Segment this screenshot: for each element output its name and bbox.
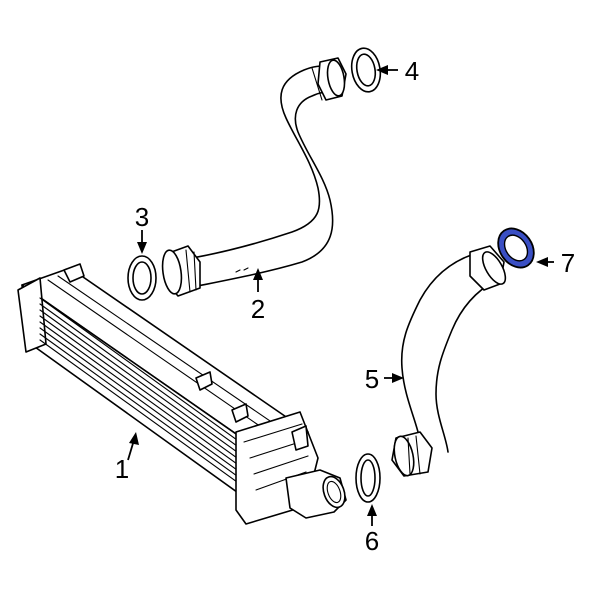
callout-1: 1 [115, 432, 139, 484]
callout-3: 3 [135, 202, 149, 254]
callout-1-label: 1 [115, 454, 129, 484]
callout-4-label: 4 [405, 56, 419, 86]
callout-6: 6 [365, 504, 379, 556]
upper-hose-lower-gasket [127, 255, 157, 301]
callout-2-label: 2 [251, 294, 265, 324]
callout-7-label: 7 [561, 248, 575, 278]
callout-5: 5 [365, 364, 404, 394]
callout-2: 2 [251, 268, 265, 324]
callout-7: 7 [536, 248, 575, 278]
callout-3-label: 3 [135, 202, 149, 232]
callout-4: 4 [376, 56, 419, 86]
intercooler [17, 263, 347, 525]
callout-6-label: 6 [365, 526, 379, 556]
lower-hose [391, 245, 507, 477]
upper-hose-upper-gasket [350, 47, 382, 93]
lower-hose-lower-gasket [355, 453, 381, 503]
callout-5-label: 5 [365, 364, 379, 394]
lower-hose-upper-gasket[interactable] [491, 222, 541, 275]
upper-hose [161, 57, 347, 297]
